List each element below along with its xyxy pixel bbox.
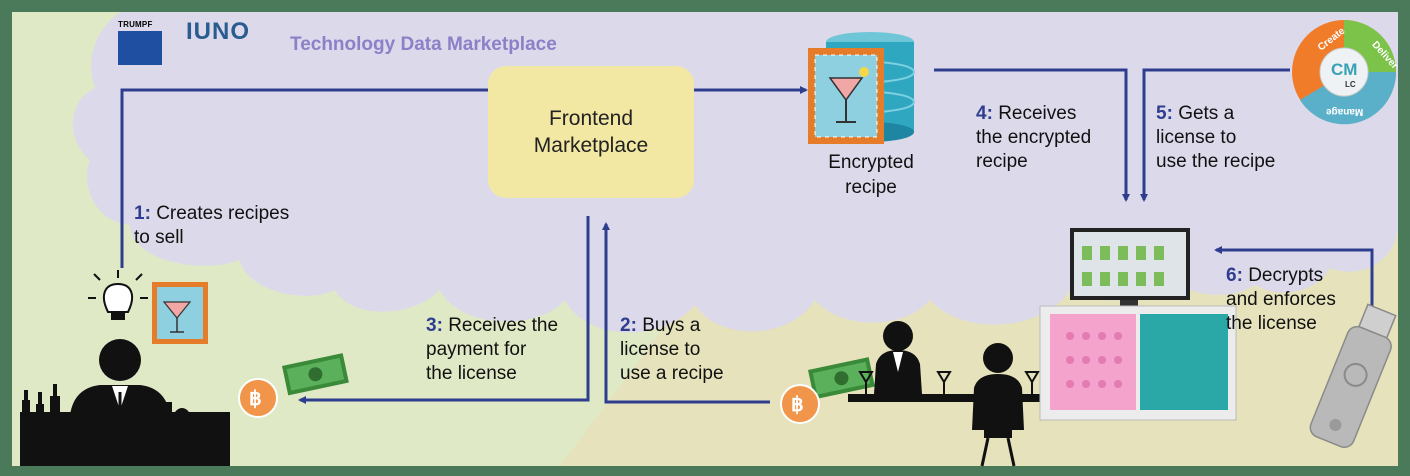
encrypted-line2: recipe xyxy=(845,177,897,198)
step-5-number: 5 xyxy=(1156,103,1167,124)
encrypted-line1: Encrypted xyxy=(828,152,914,173)
iuno-logo: IUNO xyxy=(186,20,266,66)
step-4-label: 4: Receives the encrypted recipe xyxy=(976,103,1092,172)
page-title: Technology Data Marketplace xyxy=(290,34,557,55)
step-6-label: 6: Decrypts and enforces the license xyxy=(1226,265,1336,334)
step-4-number: 4 xyxy=(976,103,987,124)
step-6-number: 6 xyxy=(1226,265,1237,286)
step-2-label: 2: Buys a license to use a recipe xyxy=(620,315,724,384)
recipe-card-icon xyxy=(152,282,208,344)
step-1-number: 1 xyxy=(134,203,145,224)
usb-dongle-icon xyxy=(1309,303,1397,449)
license-money-icon xyxy=(780,357,875,424)
lightbulb-icon xyxy=(88,270,148,320)
trumpf-logo-block xyxy=(118,31,162,65)
cmlc-manage-text: Manage xyxy=(1326,106,1364,117)
step-2-number: 2 xyxy=(620,315,631,336)
bar-scene-icon xyxy=(848,321,1060,467)
step-1-text: Creates recipes to sell xyxy=(134,203,290,248)
frontend-label-line1: Frontend xyxy=(548,107,634,130)
trumpf-logo: TRUMPF xyxy=(118,20,162,65)
encrypted-recipe-label: Encrypted recipe xyxy=(818,150,924,200)
bitcoin-icon: ฿ xyxy=(249,388,262,410)
step-3-text: Receives the payment for the license xyxy=(426,315,559,384)
cmlc-cm-text: CM xyxy=(1331,60,1358,79)
bartender-icon xyxy=(20,339,230,466)
cloud xyxy=(72,12,1398,333)
step-3-label: 3: Receives the payment for the license xyxy=(426,315,559,384)
arrow-step-2 xyxy=(602,222,770,404)
encrypted-recipe-icon xyxy=(808,32,915,144)
iuno-logo-text: IUNO xyxy=(186,18,250,45)
step-6-text: Decrypts and enforces the license xyxy=(1226,265,1336,334)
frontend-label-line2: Marketplace xyxy=(533,134,649,157)
cmlc-logo xyxy=(1292,20,1397,125)
bitcoin-icon: ฿ xyxy=(791,394,804,416)
trumpf-logo-text: TRUMPF xyxy=(118,20,153,29)
cocktail-machine-icon xyxy=(1039,228,1237,421)
arrow-step-4 xyxy=(934,68,1130,202)
arrow-step-5 xyxy=(1140,68,1290,202)
cmlc-lc-text: LC xyxy=(1345,80,1356,89)
step-1-label: 1: Creates recipes to sell xyxy=(134,203,290,248)
step-5-text: Gets a license to use the recipe xyxy=(1156,103,1276,172)
frontend-marketplace-box: Frontend Marketplace xyxy=(488,66,694,198)
step-5-label: 5: Gets a license to use the recipe xyxy=(1156,103,1276,172)
step-4-text: Receives the encrypted recipe xyxy=(976,103,1092,172)
payment-money-icon xyxy=(238,353,349,418)
arrow-step-6 xyxy=(1214,246,1374,320)
arrow-step-3 xyxy=(298,216,590,404)
step-3-number: 3 xyxy=(426,315,437,336)
step-2-text: Buys a license to use a recipe xyxy=(620,315,724,384)
